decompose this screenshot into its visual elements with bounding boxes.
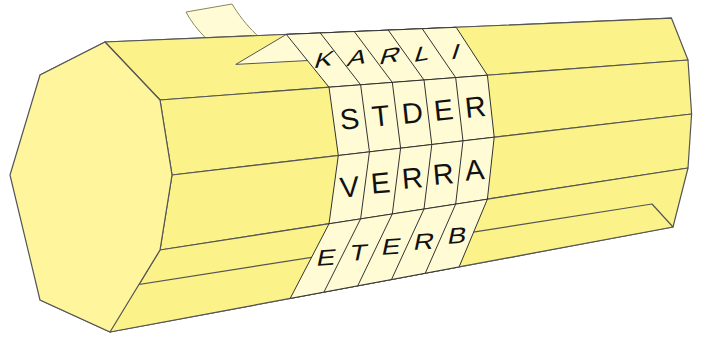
- strip-letter: S: [338, 104, 360, 135]
- strip-letter: D: [400, 98, 424, 129]
- strip-letter: A: [464, 155, 486, 186]
- strip-letter: R: [432, 159, 455, 190]
- paper-strip: [290, 199, 487, 298]
- strip-letter: E: [370, 168, 392, 199]
- cell-divider: [424, 145, 432, 210]
- strip-letter: R: [463, 92, 487, 123]
- strip-letter: V: [338, 172, 360, 203]
- cell-divider: [361, 85, 370, 152]
- strip-letter: E: [432, 95, 454, 126]
- strip-letter: T: [370, 101, 391, 132]
- cell-divider: [361, 152, 370, 219]
- cell-divider: [424, 80, 432, 145]
- cell-divider: [392, 82, 400, 148]
- prism-end-face: [10, 42, 172, 332]
- cell-divider: [456, 78, 463, 141]
- strip-letter: R: [400, 164, 423, 195]
- cell-divider: [392, 148, 400, 214]
- cell-divider: [456, 141, 463, 204]
